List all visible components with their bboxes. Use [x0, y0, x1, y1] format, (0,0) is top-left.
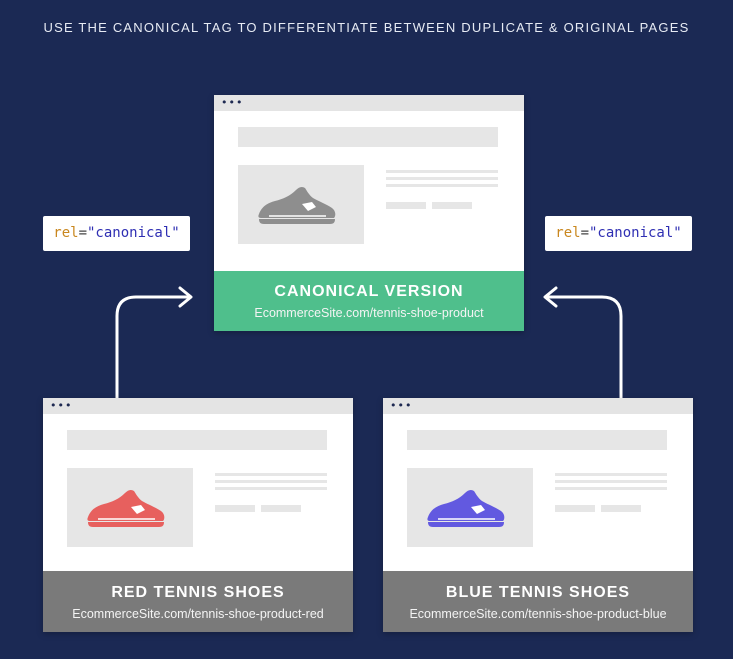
- tennis-shoe-icon: [427, 489, 505, 527]
- blue-footer: BLUE TENNIS SHOES EcommerceSite.com/tenn…: [383, 571, 693, 632]
- tennis-shoe-icon: [87, 489, 165, 527]
- browser-chrome: •••: [383, 398, 693, 414]
- arrow-blue-to-canonical: [544, 295, 623, 400]
- text-line-1: [555, 473, 667, 476]
- blue-duplicate-page-card: ••• BLUE TENNIS SHOES EcommerceSite.com/…: [383, 398, 693, 632]
- arrow-red-to-canonical: [115, 295, 192, 400]
- footer-title: CANONICAL VERSION: [274, 283, 464, 300]
- text-line-3: [386, 184, 498, 187]
- button-placeholder-1: [215, 505, 255, 512]
- tag-equals: =: [580, 225, 589, 241]
- text-line-2: [555, 480, 667, 483]
- footer-url: EcommerceSite.com/tennis-shoe-product: [254, 306, 484, 320]
- red-footer: RED TENNIS SHOES EcommerceSite.com/tenni…: [43, 571, 353, 632]
- text-line-2: [386, 177, 498, 180]
- button-placeholder-2: [601, 505, 641, 512]
- text-line-2: [215, 480, 327, 483]
- arrowhead-left: [178, 286, 193, 308]
- window-dots-icon: •••: [390, 399, 413, 412]
- canonical-page-card: ••• CANONICAL VERSION EcommerceSite.com/…: [214, 95, 524, 331]
- header-placeholder: [238, 127, 498, 147]
- browser-chrome: •••: [43, 398, 353, 414]
- browser-chrome: •••: [214, 95, 524, 111]
- tag-attr: rel: [555, 225, 581, 241]
- tag-equals: =: [78, 225, 87, 241]
- button-placeholder-1: [386, 202, 426, 209]
- text-line-1: [215, 473, 327, 476]
- rel-canonical-tag-left: rel="canonical": [43, 216, 190, 251]
- text-line-3: [555, 487, 667, 490]
- button-placeholder-2: [261, 505, 301, 512]
- canonical-footer: CANONICAL VERSION EcommerceSite.com/tenn…: [214, 271, 524, 331]
- text-line-3: [215, 487, 327, 490]
- tag-value: "canonical": [589, 225, 682, 241]
- headline: USE THE CANONICAL TAG TO DIFFERENTIATE B…: [43, 20, 690, 35]
- product-image: [407, 468, 533, 547]
- button-placeholder-2: [432, 202, 472, 209]
- footer-title: RED TENNIS SHOES: [111, 584, 285, 601]
- red-duplicate-page-card: ••• RED TENNIS SHOES EcommerceSite.com/t…: [43, 398, 353, 632]
- window-dots-icon: •••: [221, 96, 244, 109]
- arrowhead-right: [543, 286, 558, 308]
- product-image: [238, 165, 364, 244]
- button-placeholder-1: [555, 505, 595, 512]
- tag-value: "canonical": [87, 225, 180, 241]
- tennis-shoe-icon: [258, 186, 336, 224]
- footer-url: EcommerceSite.com/tennis-shoe-product-re…: [72, 607, 324, 621]
- rel-canonical-tag-right: rel="canonical": [545, 216, 692, 251]
- header-placeholder: [407, 430, 667, 450]
- header-placeholder: [67, 430, 327, 450]
- footer-url: EcommerceSite.com/tennis-shoe-product-bl…: [409, 607, 667, 621]
- tag-attr: rel: [53, 225, 79, 241]
- window-dots-icon: •••: [50, 399, 73, 412]
- text-line-1: [386, 170, 498, 173]
- product-image: [67, 468, 193, 547]
- footer-title: BLUE TENNIS SHOES: [445, 584, 631, 601]
